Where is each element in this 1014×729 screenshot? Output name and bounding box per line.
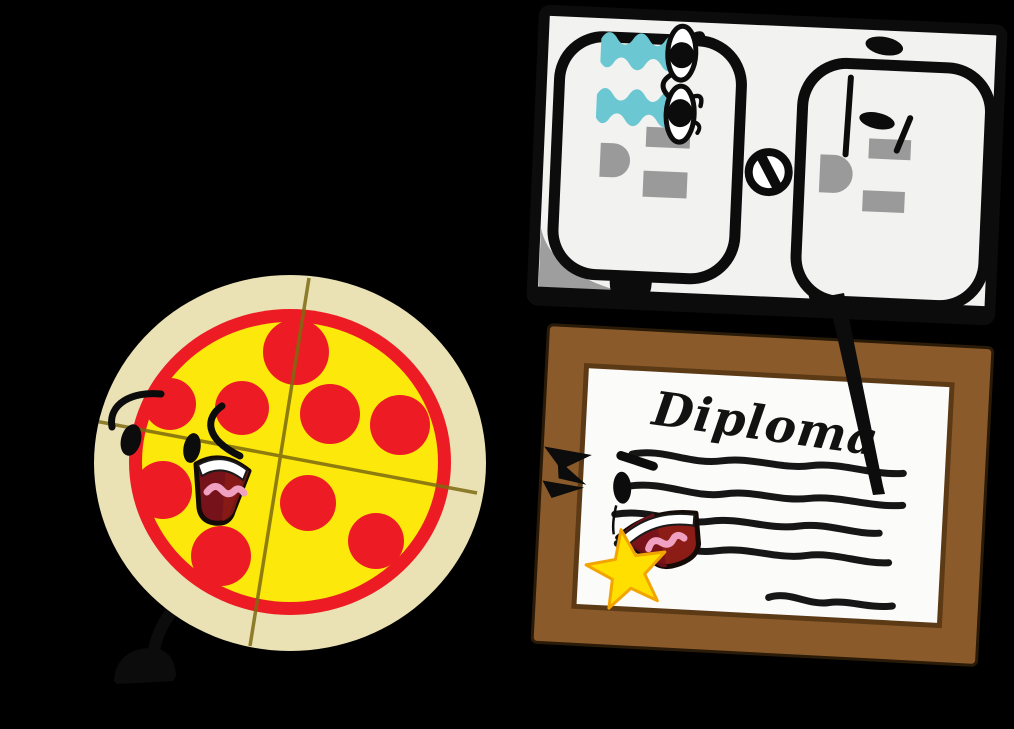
pepperoni [300,384,360,444]
text-line [628,449,907,478]
diploma-tear-line [611,505,618,535]
pizza-eye-left [120,424,142,456]
eyelash [692,31,706,46]
outlet-character [526,4,1008,326]
closed-eye-mark [859,112,895,130]
pizza-eyebrow-left [108,390,165,431]
pepperoni [191,526,251,586]
scratch-mark [893,115,914,154]
outlet-eyes [663,23,706,145]
scratch-mark [842,74,854,158]
pepperoni [215,381,269,435]
pizza-character [94,275,486,684]
claw-spike [557,459,587,485]
prong-slot [642,170,688,199]
pizza-eyebrow-right [207,402,244,460]
pizza-foot [114,647,176,684]
right-socket-slots [818,74,914,214]
pepperoni [144,378,196,430]
claw-spike [542,480,585,498]
tongue [645,531,688,553]
eyelash [691,119,702,135]
plate-shadow [538,228,663,299]
slice-cut [248,277,311,647]
tongue [203,483,248,498]
center-screw [744,148,793,197]
teeth [196,458,249,482]
claw-hand [542,446,592,498]
wave-band [600,32,679,72]
ground-slot [599,142,631,178]
pepperoni [134,461,192,519]
eyelash [690,93,704,109]
teeth [618,512,696,548]
signature-line [765,592,896,610]
diploma-eyebrow [616,451,658,471]
ground-slot [818,154,853,193]
teal-waves [595,32,679,128]
slice-cut [94,419,478,495]
diploma-eye [613,471,632,504]
prong-slot [868,138,912,161]
claw-spike [544,446,592,470]
pizza-face [108,390,252,526]
prong-slot [862,190,905,214]
star-seal [584,528,667,610]
text-line [625,481,907,510]
slice-lines [94,277,478,647]
diploma-text-lines [611,449,907,610]
pepperoni [280,475,336,531]
screw-hole-top [865,36,904,56]
screw-slot [756,151,783,194]
left-socket [547,31,747,285]
pepperoni-group [134,319,430,586]
pupil [667,99,693,128]
wave-band [595,87,674,128]
outlet-stretched-leg [828,293,885,495]
pepperoni [348,513,404,569]
pepperoni [370,395,430,455]
pupil [669,42,695,69]
pizza-mouth [193,455,252,526]
pizza-eye-right [183,433,201,463]
diploma-character: Diploma [530,323,995,667]
